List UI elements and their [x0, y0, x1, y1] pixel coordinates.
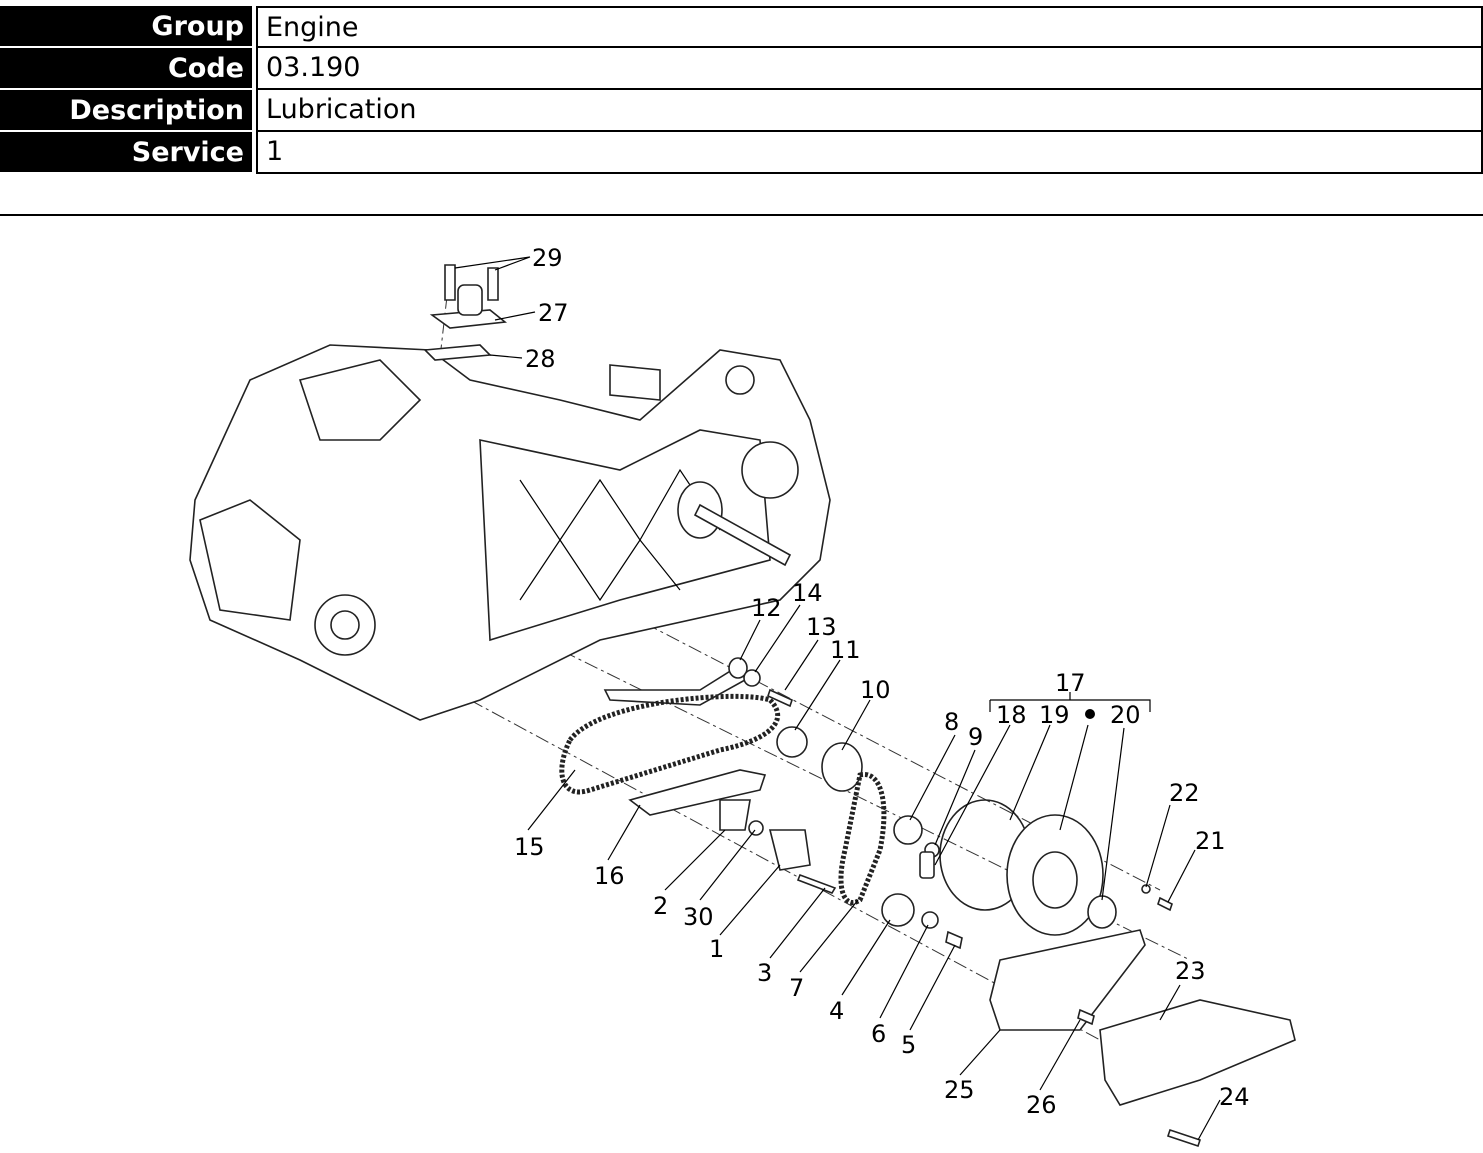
divider: [0, 214, 1483, 216]
group-value: Engine: [256, 6, 1483, 48]
callout: 5: [901, 1031, 916, 1059]
callout: 7: [789, 974, 804, 1002]
callout: 21: [1195, 827, 1226, 855]
callout: 16: [594, 862, 625, 890]
callout: 2: [653, 892, 668, 920]
service-label: Service: [0, 132, 252, 174]
info-row-service: Service 1: [0, 132, 1483, 174]
info-row-description: Description Lubrication: [0, 90, 1483, 132]
tensioner-assembly: [423, 264, 508, 361]
group-label: Group: [0, 6, 252, 48]
callout: 6: [871, 1020, 886, 1048]
callout: 29: [532, 244, 563, 272]
code-label: Code: [0, 48, 252, 90]
leader-lines: [454, 256, 1221, 1141]
callout-labels: 29 27 28 12 14 13 11 10 8 9 17 18 19 20 …: [514, 244, 1250, 1119]
callout: 26: [1026, 1091, 1057, 1119]
info-row-code: Code 03.190: [0, 48, 1483, 90]
engine-crankcase: [189, 344, 831, 721]
callout: 17: [1055, 669, 1086, 697]
callout: 25: [944, 1076, 975, 1104]
callout: 23: [1175, 957, 1206, 985]
code-value: 03.190: [256, 48, 1483, 90]
callout: 8: [944, 708, 959, 736]
service-value: 1: [256, 132, 1483, 174]
callout: 11: [830, 636, 861, 664]
bullet-marker: [1085, 709, 1095, 719]
info-table: Group Engine Code 03.190 Description Lub…: [0, 6, 1483, 174]
timing-chain-parts: [559, 657, 963, 950]
callout: 12: [751, 594, 782, 622]
callout: 28: [525, 345, 556, 373]
callout: 14: [792, 579, 823, 607]
description-value: Lubrication: [256, 90, 1483, 132]
callout: 20: [1110, 701, 1141, 729]
callout: 19: [1039, 701, 1070, 729]
callout: 3: [757, 959, 772, 987]
callout: 1: [709, 935, 724, 963]
callout: 10: [860, 676, 891, 704]
callout: 22: [1169, 779, 1200, 807]
callout: 15: [514, 833, 545, 861]
callout: 9: [968, 723, 983, 751]
info-row-group: Group Engine: [0, 6, 1483, 48]
callout: 27: [538, 299, 569, 327]
callout: 24: [1219, 1083, 1250, 1111]
description-label: Description: [0, 90, 252, 132]
oil-pump-cover: [939, 799, 1296, 1148]
callout: 4: [829, 997, 844, 1025]
callout: 13: [806, 613, 837, 641]
callout: 30: [683, 903, 714, 931]
callout: 18: [996, 701, 1027, 729]
